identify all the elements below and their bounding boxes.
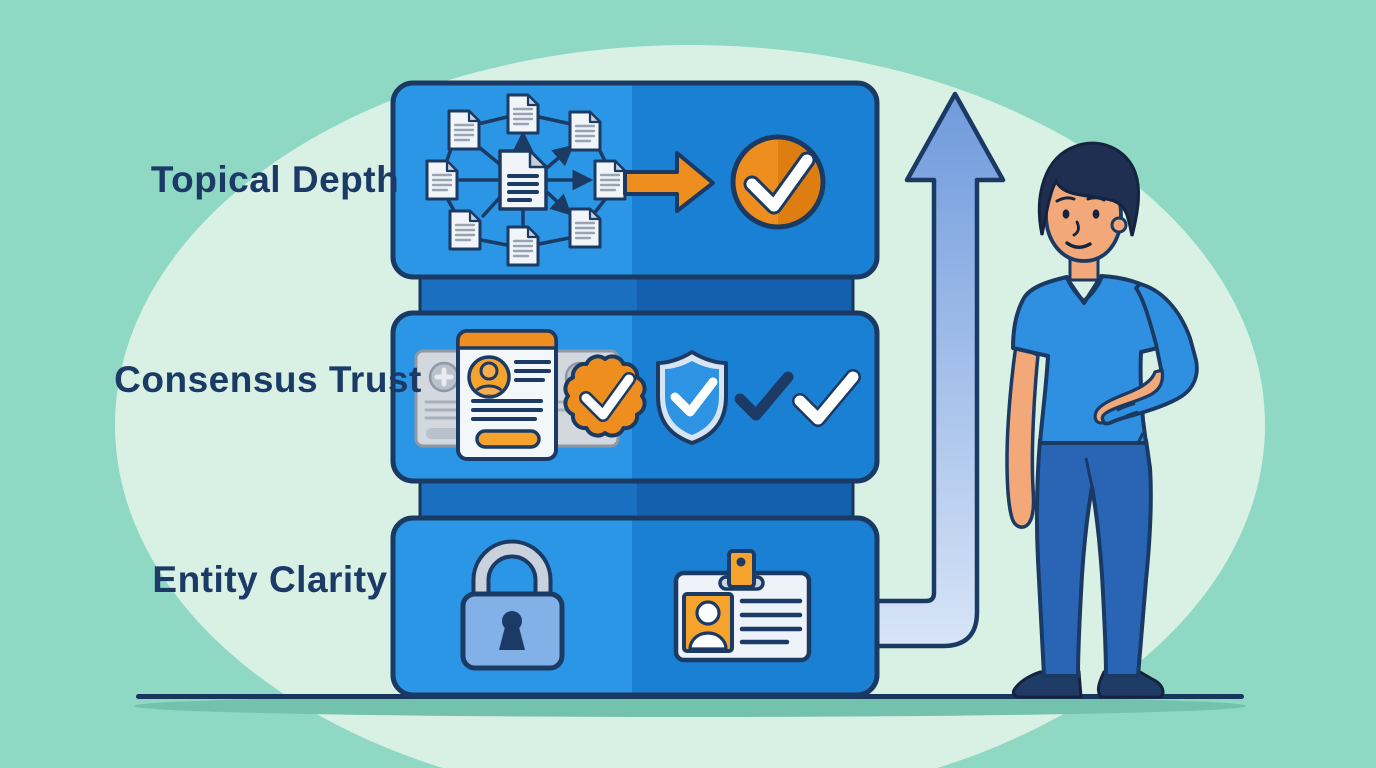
row1-label: Topical Depth xyxy=(150,159,400,200)
person-ear xyxy=(1110,216,1128,234)
ground-shadow xyxy=(134,695,1246,717)
orange-check-circle-icon xyxy=(730,134,826,230)
person-hair xyxy=(1037,141,1141,237)
central-document-icon xyxy=(498,149,548,211)
shield-check-icon xyxy=(656,350,728,445)
row2-label: Consensus Trust xyxy=(114,359,422,400)
profile-card-front xyxy=(456,329,558,461)
white-check-icon xyxy=(792,369,861,427)
person-illustration xyxy=(1005,141,1199,699)
id-badge-icon xyxy=(673,549,812,663)
padlock-icon xyxy=(460,539,565,671)
connector-band-1 xyxy=(418,275,855,317)
navy-check-icon xyxy=(734,371,794,421)
shoe-left xyxy=(1011,670,1083,699)
document-network-icon xyxy=(425,93,627,267)
up-arrow xyxy=(697,91,1006,649)
person-pants xyxy=(1034,438,1153,678)
person-left-arm xyxy=(1005,343,1040,529)
person-right-hand xyxy=(1093,368,1165,425)
verified-rosette-icon xyxy=(563,354,647,438)
shoe-right xyxy=(1096,670,1165,699)
orange-arrow-right-icon xyxy=(623,151,715,213)
connector-band-2 xyxy=(418,479,855,520)
row3-label: Entity Clarity xyxy=(152,559,388,600)
